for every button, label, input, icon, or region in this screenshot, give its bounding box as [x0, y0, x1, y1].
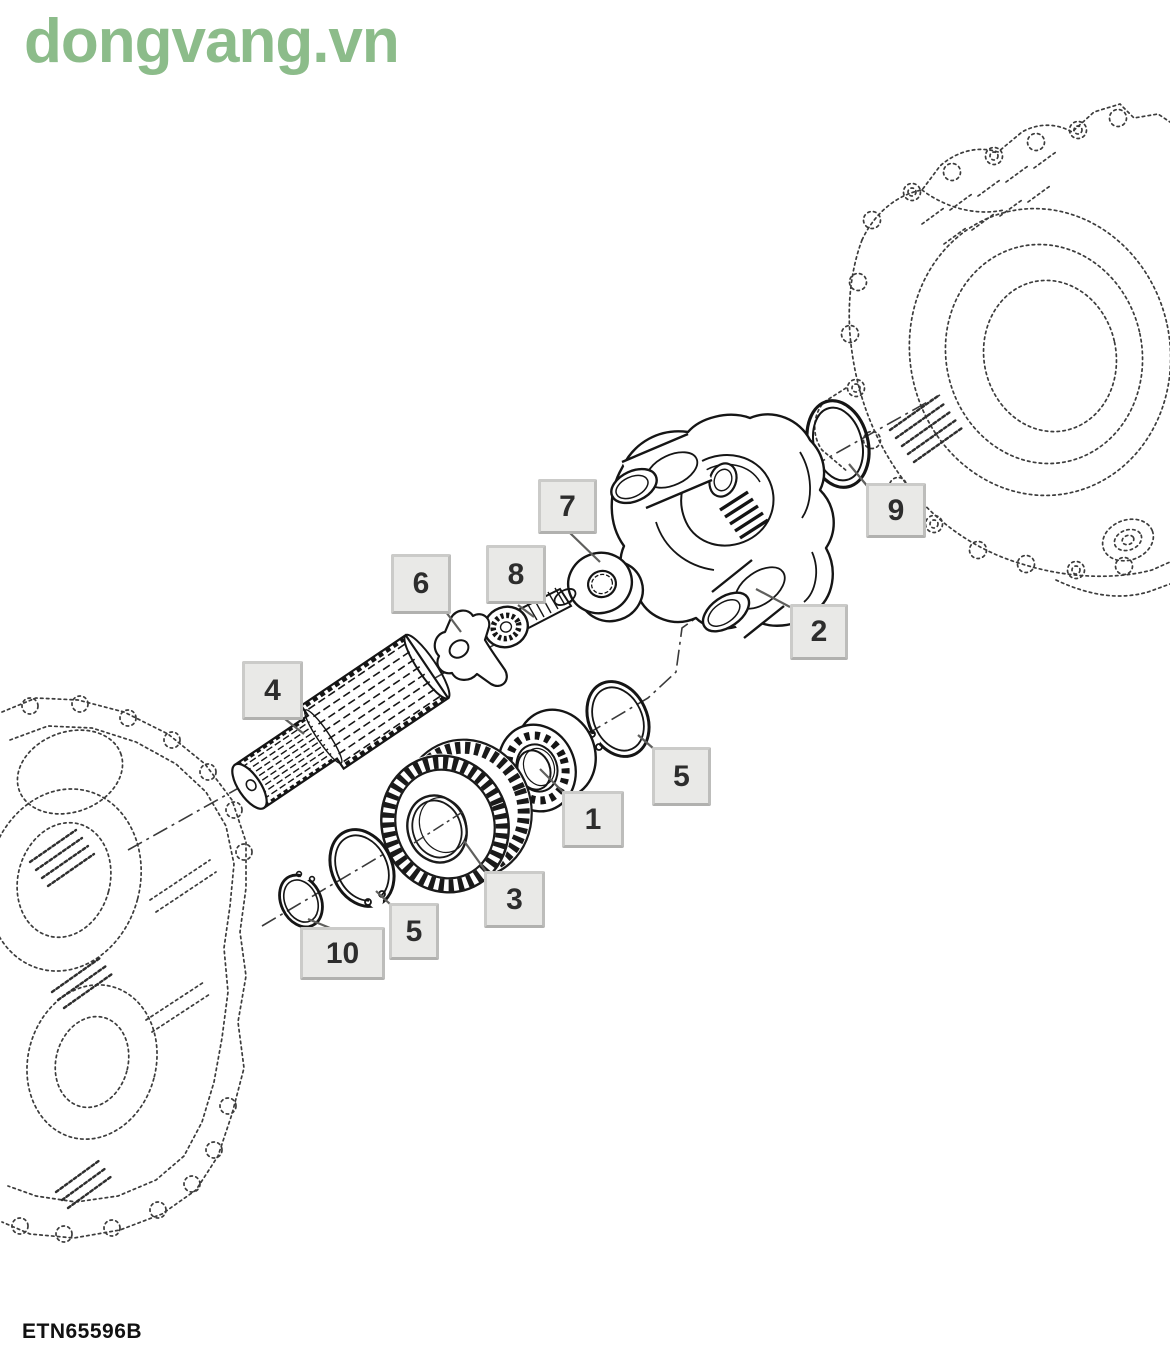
callout-4[interactable]: 4	[242, 661, 303, 720]
callout-8[interactable]: 8	[486, 545, 546, 604]
thrust-washer	[566, 551, 645, 623]
callout-label: 9	[887, 493, 905, 527]
callout-5-left[interactable]: 5	[389, 903, 439, 960]
leader-3	[463, 840, 488, 874]
leader-6	[445, 611, 462, 633]
callout-3[interactable]: 3	[484, 871, 545, 928]
leader-5r	[637, 734, 655, 750]
callout-1[interactable]: 1	[562, 791, 624, 848]
leader-8	[517, 604, 535, 618]
leader-5l	[375, 890, 392, 906]
callout-6[interactable]: 6	[391, 554, 451, 614]
splined-shaft	[231, 633, 451, 810]
callout-label: 1	[584, 802, 602, 836]
callout-label: 2	[810, 615, 828, 648]
callout-9[interactable]: 9	[866, 483, 926, 538]
callout-label: 3	[506, 882, 523, 916]
leader-4	[284, 718, 305, 735]
snap-ring-middle	[328, 828, 396, 908]
leader-9	[848, 463, 869, 488]
leader-10	[307, 917, 331, 930]
callout-2[interactable]: 2	[790, 604, 848, 660]
case-right-spline-hatch	[888, 394, 964, 464]
callout-5-right[interactable]: 5	[652, 747, 711, 806]
case-left-spline-hatch	[28, 828, 114, 1210]
lock-plate	[433, 609, 508, 687]
drawing-code: ETN65596B	[22, 1320, 143, 1343]
callout-7[interactable]: 7	[538, 479, 597, 534]
transmission-case-right-outline	[813, 103, 1170, 597]
leader-1	[539, 768, 565, 794]
transmission-case-left-outline	[0, 695, 253, 1243]
callout-label: 7	[559, 489, 576, 523]
callout-10[interactable]: 10	[300, 927, 385, 980]
callout-label: 5	[405, 914, 423, 948]
callout-label: 8	[507, 557, 525, 591]
leader-lines	[284, 463, 869, 930]
watermark: dongvang.vn	[24, 7, 400, 76]
callout-label: 5	[673, 759, 690, 793]
callout-label: 4	[264, 673, 281, 707]
callout-label: 10	[325, 936, 360, 970]
yoke-coupler	[610, 413, 835, 639]
flange-bolt	[483, 587, 577, 649]
leader-7	[569, 532, 601, 563]
callout-label: 6	[412, 567, 430, 600]
leader-2	[755, 588, 791, 608]
